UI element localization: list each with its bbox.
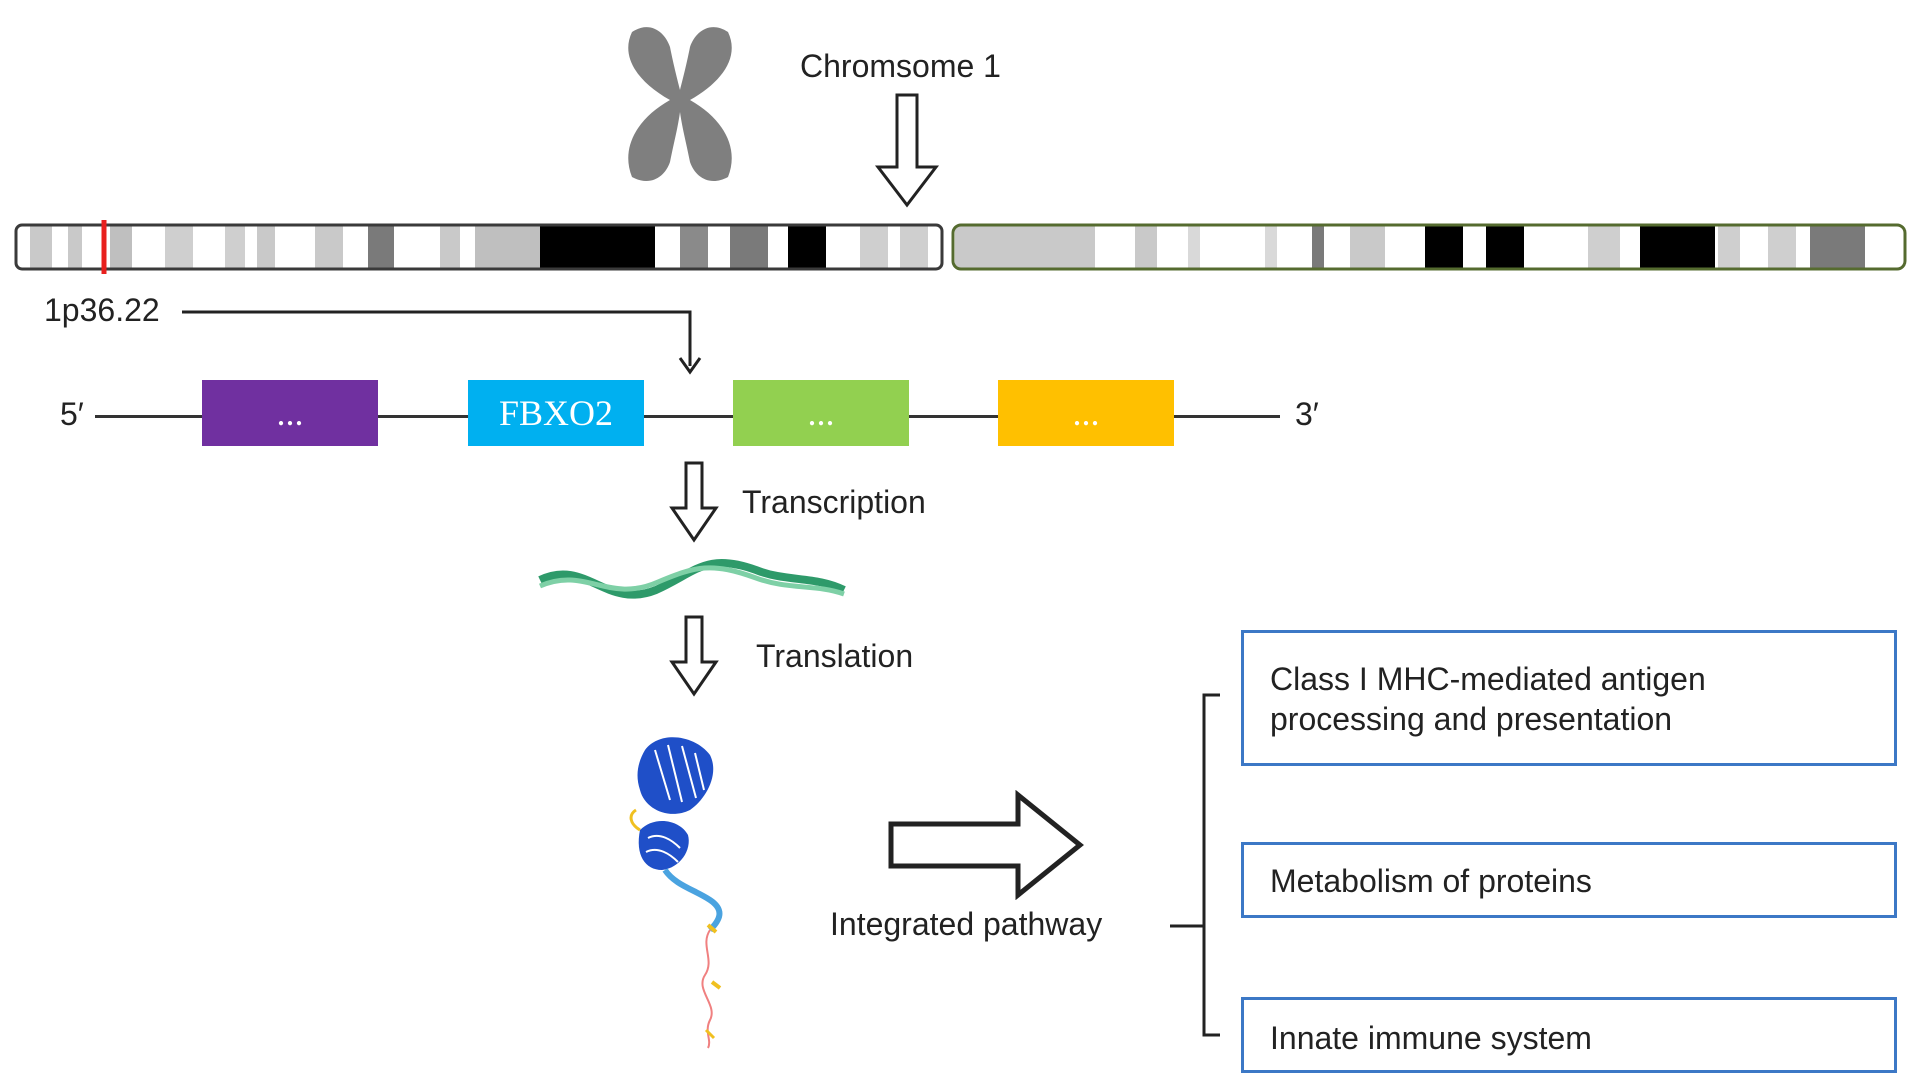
chromosome-down-arrow [874,93,940,208]
pathway-box-innate-immune: Innate immune system [1241,997,1897,1073]
pathway-bracket [1170,693,1220,1037]
pathway-box-protein-metabolism-label: Metabolism of proteins [1270,863,1592,899]
gene-block-1: ... [202,380,378,446]
mrna-icon [538,558,846,599]
three-prime-label: 3′ [1295,396,1319,432]
transcription-arrow [669,461,719,543]
protein-structure-icon [629,737,723,1049]
pathway-right-arrow [888,790,1084,900]
pathway-box-mhc: Class I MHC-mediated antigen processing … [1241,630,1897,766]
five-prime-label: 5′ [60,396,84,432]
chromosome-label: Chromsome 1 [800,48,1001,84]
gene-track-line [95,415,1280,418]
gene-block-4: ... [998,380,1174,446]
integrated-pathway-label: Integrated pathway [830,906,1103,942]
pathway-box-mhc-line1: Class I MHC-mediated antigen [1270,661,1706,697]
locus-connector-arrow [182,310,702,375]
gene-block-fbxo2: FBXO2 [468,380,644,446]
pathway-box-innate-immune-label: Innate immune system [1270,1020,1592,1056]
gene-block-3: ... [733,380,909,446]
pathway-box-protein-metabolism: Metabolism of proteins [1241,842,1897,918]
chromosome-icon [628,27,732,182]
translation-arrow [669,615,719,697]
locus-label: 1p36.22 [44,292,160,328]
translation-label: Translation [756,638,914,674]
chromosome-ideogram [14,220,1907,274]
transcription-label: Transcription [742,484,926,520]
pathway-box-mhc-line2: processing and presentation [1270,701,1673,737]
